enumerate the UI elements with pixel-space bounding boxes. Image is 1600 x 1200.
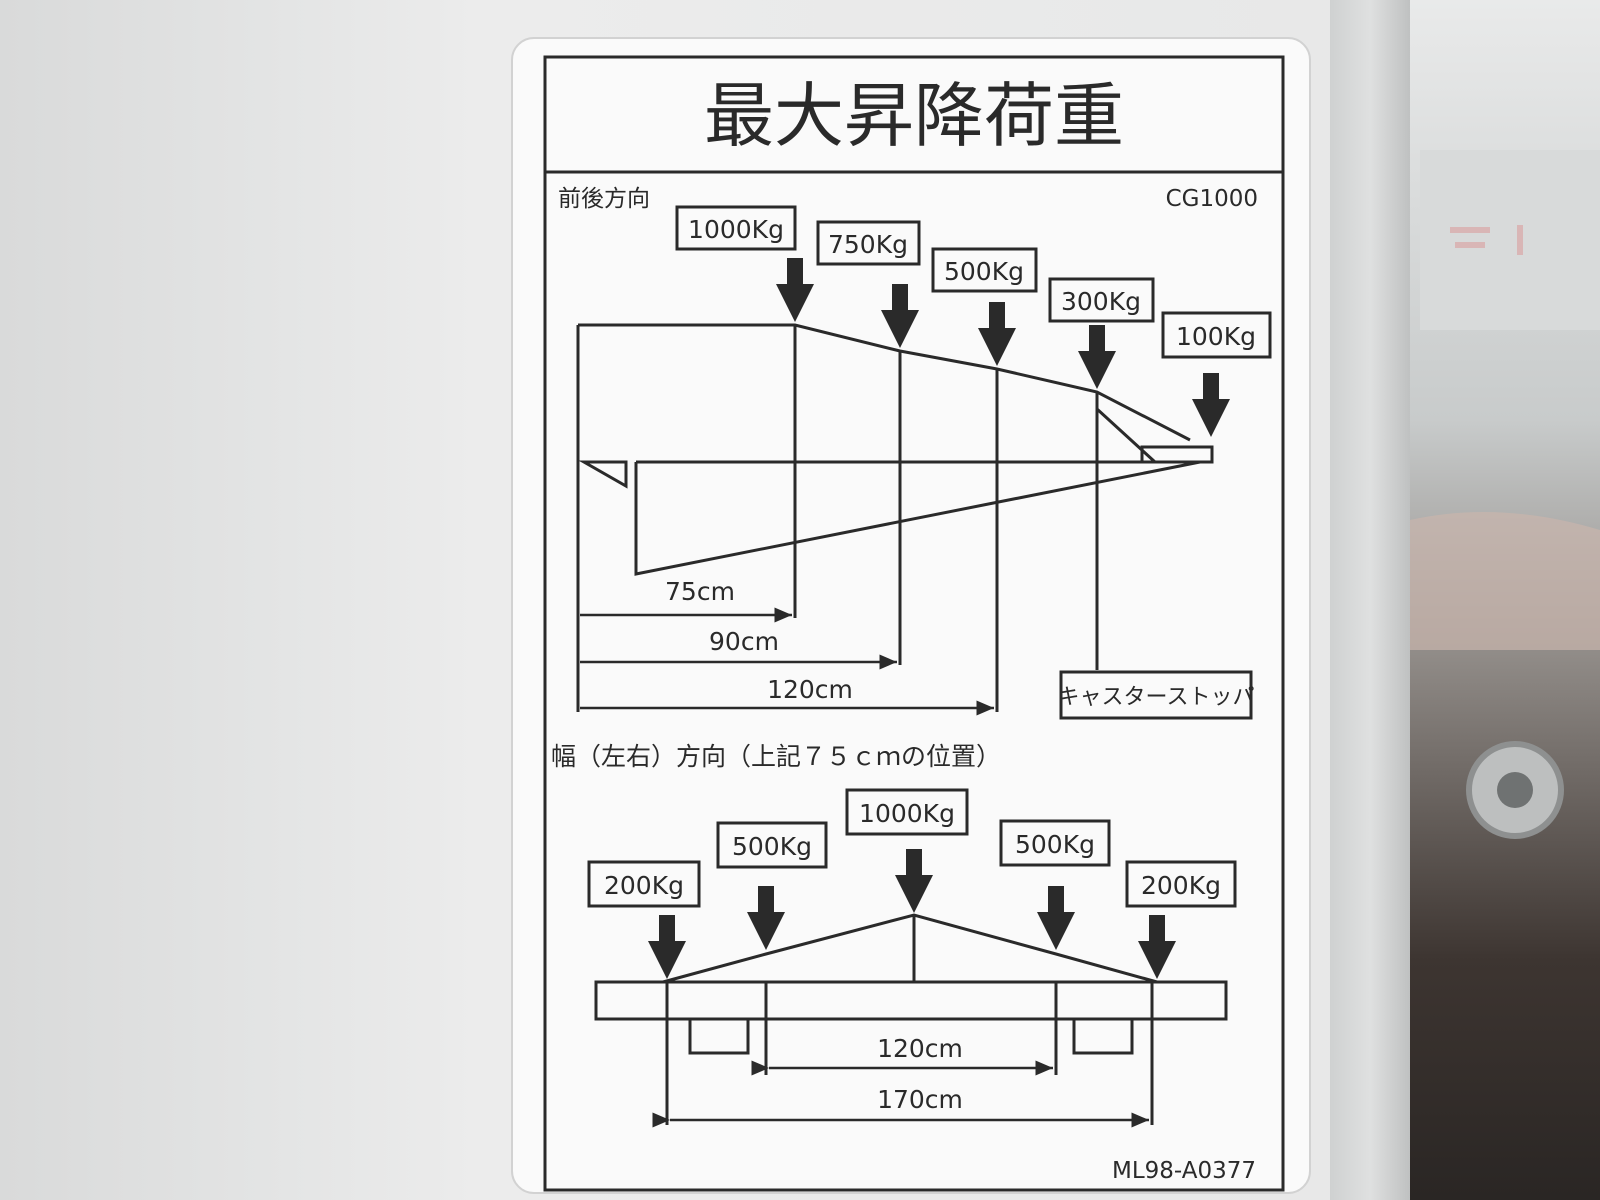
width-down-arrow-right-200-icon xyxy=(1138,915,1176,979)
reflected-vehicle xyxy=(1410,512,1600,650)
front-back-heading: 前後方向 xyxy=(558,186,650,212)
distance-label-75: 75cm xyxy=(665,577,735,606)
width-load-label-right-500: 500Kg xyxy=(1015,830,1095,859)
width-arrows xyxy=(648,849,1176,979)
part-number: ML98-A0377 xyxy=(1112,1158,1256,1184)
width-down-arrow-center-1000-icon xyxy=(895,849,933,913)
platform-side-view xyxy=(634,460,1201,576)
reflected-sign-text xyxy=(1450,225,1523,255)
load-box-300 xyxy=(1048,277,1155,323)
platform-front-view xyxy=(594,980,1228,1021)
label-title: 最大昇降荷重 xyxy=(704,75,1124,157)
width-load-box-center-1000 xyxy=(845,788,969,836)
width-load-box-left-500 xyxy=(716,821,828,869)
down-arrow-750-icon xyxy=(881,284,919,348)
load-box-100 xyxy=(1161,311,1272,359)
load-box-500 xyxy=(931,247,1038,293)
width-diagram xyxy=(594,913,1228,1128)
caster-stopper-lever xyxy=(1095,407,1157,464)
width-load-box-right-500 xyxy=(999,819,1111,867)
load-label-500: 500Kg xyxy=(944,257,1024,286)
width-load-boxes: 200Kg 500Kg 1000Kg 500Kg 200Kg xyxy=(587,788,1237,908)
down-arrow-500-icon xyxy=(978,302,1016,366)
platform-tip xyxy=(1140,445,1214,464)
width-load-label-center-1000: 1000Kg xyxy=(859,799,955,828)
width-load-label-left-200: 200Kg xyxy=(604,871,684,900)
down-arrow-300-icon xyxy=(1078,325,1116,389)
load-label-300: 300Kg xyxy=(1061,287,1141,316)
down-arrow-100-icon xyxy=(1192,373,1230,437)
bolt-hole xyxy=(1497,772,1533,808)
caster-stopper-box xyxy=(1059,670,1253,720)
width-down-arrow-right-500-icon xyxy=(1037,886,1075,950)
left-caster xyxy=(688,1019,750,1055)
width-load-box-left-200 xyxy=(587,860,701,908)
width-load-label-right-200: 200Kg xyxy=(1141,871,1221,900)
width-distance-label-170: 170cm xyxy=(877,1085,963,1114)
width-down-arrow-left-500-icon xyxy=(747,886,785,950)
label-border xyxy=(543,55,1285,1192)
front-back-load-boxes: 1000Kg 750Kg 500Kg 300Kg 100Kg xyxy=(675,205,1272,359)
load-box-750 xyxy=(816,220,921,266)
front-back-diagram xyxy=(576,323,1214,716)
load-label-1000: 1000Kg xyxy=(688,215,784,244)
load-label-750: 750Kg xyxy=(828,230,908,259)
width-distance-label-120: 120cm xyxy=(877,1034,963,1063)
load-label-100: 100Kg xyxy=(1176,322,1256,351)
width-heading: 幅（左右）方向（上記７５ｃｍの位置） xyxy=(551,742,1001,771)
label-sticker xyxy=(511,37,1311,1194)
width-load-label-left-500: 500Kg xyxy=(732,832,812,861)
door-frame xyxy=(1330,0,1410,1200)
load-box-1000 xyxy=(675,205,797,251)
distance-label-90: 90cm xyxy=(709,627,779,656)
down-arrow-1000-icon xyxy=(776,258,814,322)
distance-label-120: 120cm xyxy=(767,675,853,704)
front-back-arrows xyxy=(776,258,1230,437)
right-caster xyxy=(1072,1019,1134,1055)
width-down-arrow-left-200-icon xyxy=(648,915,686,979)
model-code: CG1000 xyxy=(1166,186,1258,212)
platform-hinge xyxy=(578,460,628,489)
caster-stopper-label: キャスターストッパ xyxy=(1058,685,1255,710)
front-back-load-line xyxy=(578,323,1191,442)
reflected-sign xyxy=(1420,150,1600,330)
width-load-box-right-200 xyxy=(1125,860,1237,908)
